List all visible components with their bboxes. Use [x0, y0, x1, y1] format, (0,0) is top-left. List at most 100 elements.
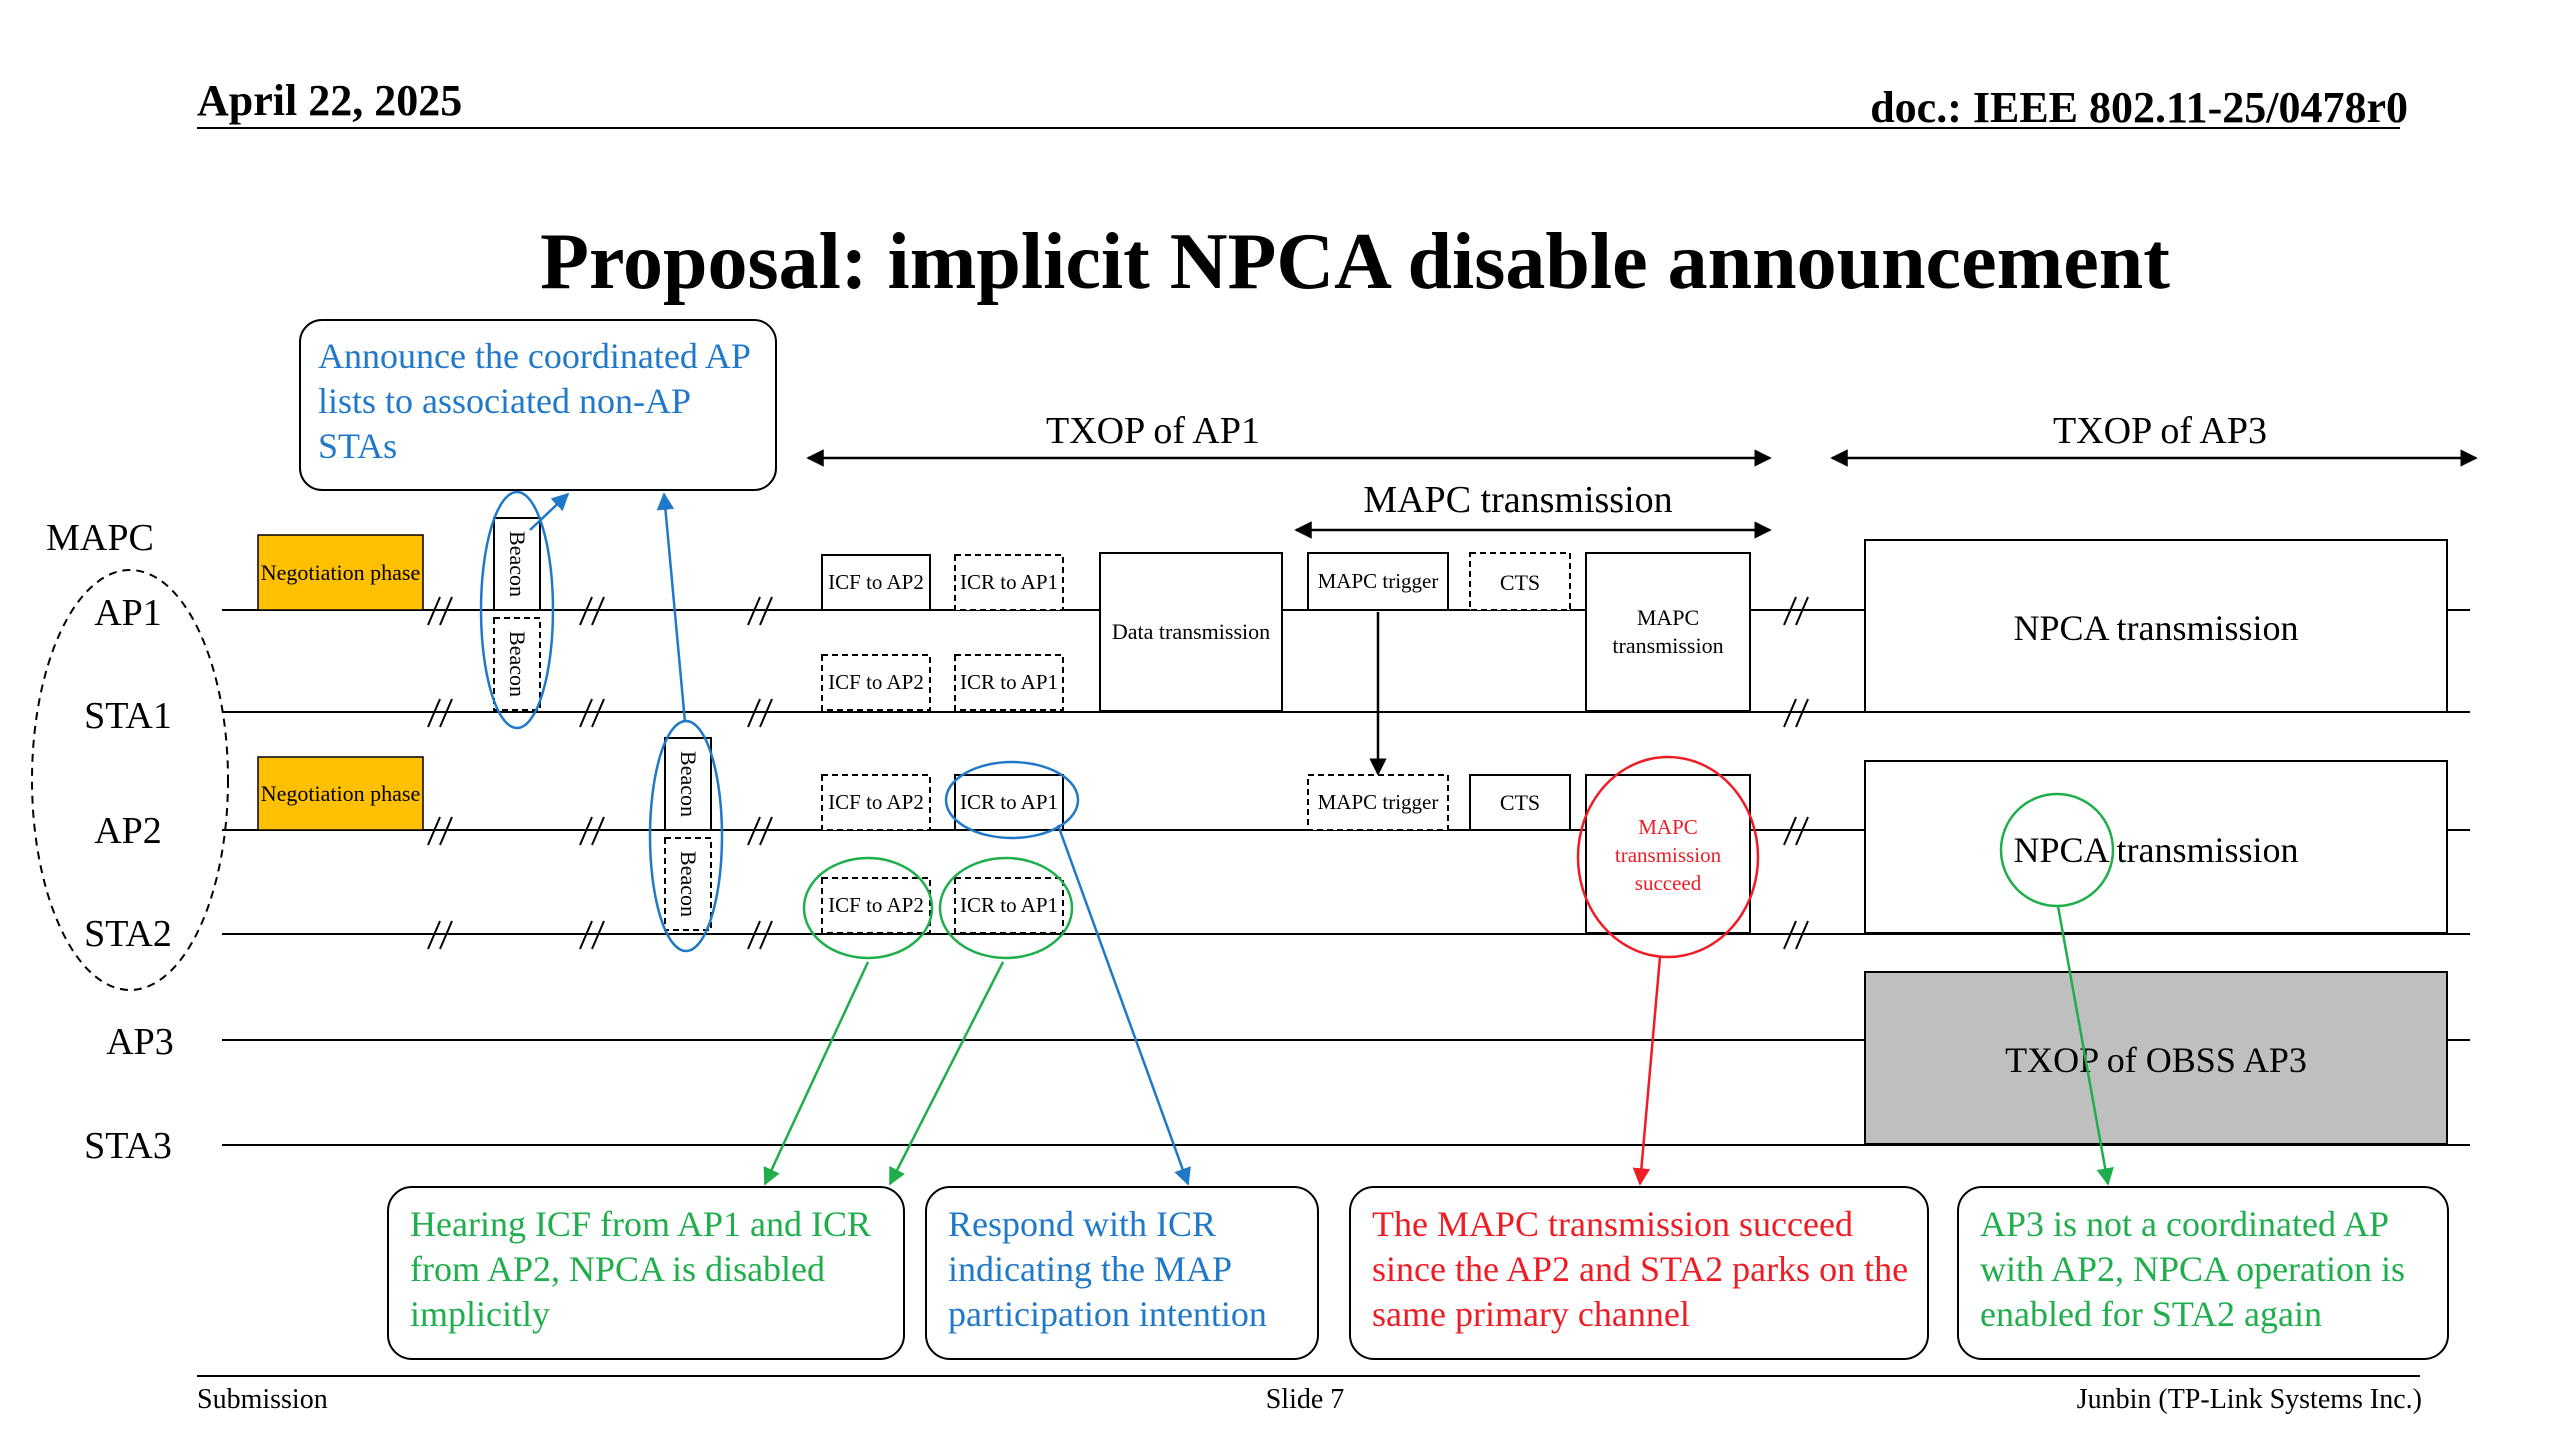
txop-ap1-label: TXOP of AP1 — [1046, 410, 1260, 452]
callout-announce — [299, 319, 777, 491]
mapc-trigger-ap2: MAPC trigger — [1307, 774, 1449, 831]
beacon-label: Beacon — [676, 851, 701, 917]
callout-ap3-note-text: AP3 is not a coordinated AP with AP2, NP… — [1980, 1204, 2406, 1334]
callout-succeed-text: The MAPC transmission succeed since the … — [1372, 1204, 1909, 1334]
succeed-arrow — [1632, 956, 1662, 1186]
beacon-ap2: Beacon — [664, 737, 712, 831]
row-label-sta1: STA1 — [84, 695, 172, 737]
break-mark — [747, 920, 773, 950]
footer-author: Junbin (TP-Link Systems Inc.) — [2077, 1384, 2422, 1415]
icr-sta2: ICR to AP1 — [954, 877, 1064, 934]
icr-ap1: ICR to AP1 — [954, 554, 1064, 611]
mapc-transmission-ap2: MAPC transmission succeed — [1585, 774, 1751, 934]
npca-transmission-label: NPCA transmission — [2013, 608, 2298, 648]
negotiation-phase-ap2: Negotiation phase — [257, 756, 424, 831]
break-mark — [579, 596, 605, 626]
footer-slide-number: Slide 7 — [1266, 1384, 1345, 1415]
callout-respond-text: Respond with ICR indicating the MAP part… — [948, 1204, 1267, 1334]
break-mark — [1783, 596, 1809, 626]
beacon-ap1: Beacon — [493, 517, 541, 611]
mapc-transmission-box-label: MAPC transmission — [1612, 605, 1724, 658]
break-mark — [747, 596, 773, 626]
icf-label: ICF to AP2 — [828, 790, 924, 814]
callout-succeed — [1349, 1186, 1929, 1360]
break-mark — [1783, 816, 1809, 846]
icr-label: ICR to AP1 — [959, 670, 1059, 694]
callout-announce-text: Announce the coordinated AP lists to ass… — [318, 336, 750, 466]
row-label-ap2: AP2 — [94, 810, 162, 852]
break-mark — [427, 816, 453, 846]
break-mark — [747, 698, 773, 728]
cts-label: CTS — [1500, 790, 1540, 815]
beacon-label: Beacon — [505, 631, 530, 697]
beacon-ap1-highlight — [479, 490, 555, 730]
mapc-trigger-label: MAPC trigger — [1317, 790, 1439, 814]
break-mark — [427, 920, 453, 950]
icr-label: ICR to AP1 — [959, 570, 1059, 594]
cts-label: CTS — [1500, 570, 1540, 595]
header-date: April 22, 2025 — [197, 76, 462, 125]
row-label-ap1: AP1 — [94, 592, 162, 634]
break-mark — [579, 816, 605, 846]
txop-obss-ap3-label: TXOP of OBSS AP3 — [2005, 1040, 2307, 1080]
row-label-ap3: AP3 — [106, 1021, 174, 1063]
beacon-sta1: Beacon — [493, 617, 541, 711]
mapc-trigger-ap1: MAPC trigger — [1307, 552, 1449, 611]
callout-respond — [925, 1186, 1319, 1360]
beacon-label: Beacon — [676, 751, 701, 817]
data-transmission-ap1: Data transmission — [1099, 552, 1283, 712]
mapc-transmission-label: MAPC transmission — [1363, 479, 1672, 521]
beacon-sta2: Beacon — [664, 837, 712, 931]
icf-label: ICF to AP2 — [828, 570, 924, 594]
mapc-trigger-label: MAPC trigger — [1317, 569, 1439, 593]
beacon-label: Beacon — [505, 531, 530, 597]
icr-sta2-highlight — [938, 856, 1074, 960]
break-mark — [579, 920, 605, 950]
data-transmission-label: Data transmission — [1111, 619, 1271, 644]
negotiation-phase-label: Negotiation phase — [260, 559, 421, 585]
negotiation-phase-ap1: Negotiation phase — [257, 534, 424, 611]
icf-sta2: ICF to AP2 — [821, 877, 931, 934]
icf-label: ICF to AP2 — [828, 893, 924, 917]
announce-arrow-2 — [656, 492, 687, 723]
icr-label: ICR to AP1 — [959, 893, 1059, 917]
row-label-mapc: MAPC — [46, 517, 154, 559]
icf-label: ICF to AP2 — [828, 670, 924, 694]
icr-label: ICR to AP1 — [959, 790, 1059, 814]
npca-transmission-ap2: NPCA transmission — [1864, 760, 2448, 934]
txop-obss-ap3: TXOP of OBSS AP3 — [1864, 971, 2448, 1145]
row-label-sta3: STA3 — [84, 1125, 172, 1167]
icf-sta2-highlight — [802, 856, 934, 960]
row-label-sta2: STA2 — [84, 913, 172, 955]
callout-ap3-note — [1957, 1186, 2449, 1360]
respond-arrow — [1056, 824, 1191, 1186]
hearing-arrow-1 — [763, 961, 870, 1186]
icf-ap1: ICF to AP2 — [821, 554, 931, 611]
page-title: Proposal: implicit NPCA disable announce… — [540, 218, 2170, 306]
header-doc-id: doc.: IEEE 802.11-25/0478r0 — [1870, 83, 2408, 132]
callout-hearing-text: Hearing ICF from AP1 and ICR from AP2, N… — [410, 1204, 871, 1334]
mapc-succeed-label: MAPC transmission succeed — [1614, 815, 1722, 895]
break-mark — [579, 698, 605, 728]
cts-ap2: CTS — [1469, 774, 1571, 831]
break-mark — [427, 596, 453, 626]
break-mark — [427, 698, 453, 728]
announce-arrow-1 — [529, 492, 570, 531]
icr-ap2-highlight — [944, 760, 1080, 840]
npca-transmission-ap1: NPCA transmission — [1864, 539, 2448, 713]
break-mark — [1783, 920, 1809, 950]
hearing-arrow-2 — [888, 961, 1005, 1186]
break-marks — [427, 596, 1809, 950]
footer-submission: Submission — [197, 1384, 328, 1415]
callout-hearing — [387, 1186, 905, 1360]
break-mark — [1783, 698, 1809, 728]
ap3-note-arrow — [2056, 905, 2114, 1186]
mapc-succeed-highlight — [1576, 755, 1760, 959]
icf-sta1: ICF to AP2 — [821, 654, 931, 711]
break-mark — [747, 816, 773, 846]
icr-ap2: ICR to AP1 — [954, 774, 1064, 831]
txop-ap3-label: TXOP of AP3 — [2053, 410, 2267, 452]
mapc-group-ellipse — [31, 569, 229, 991]
npca-highlight — [1999, 792, 2115, 908]
